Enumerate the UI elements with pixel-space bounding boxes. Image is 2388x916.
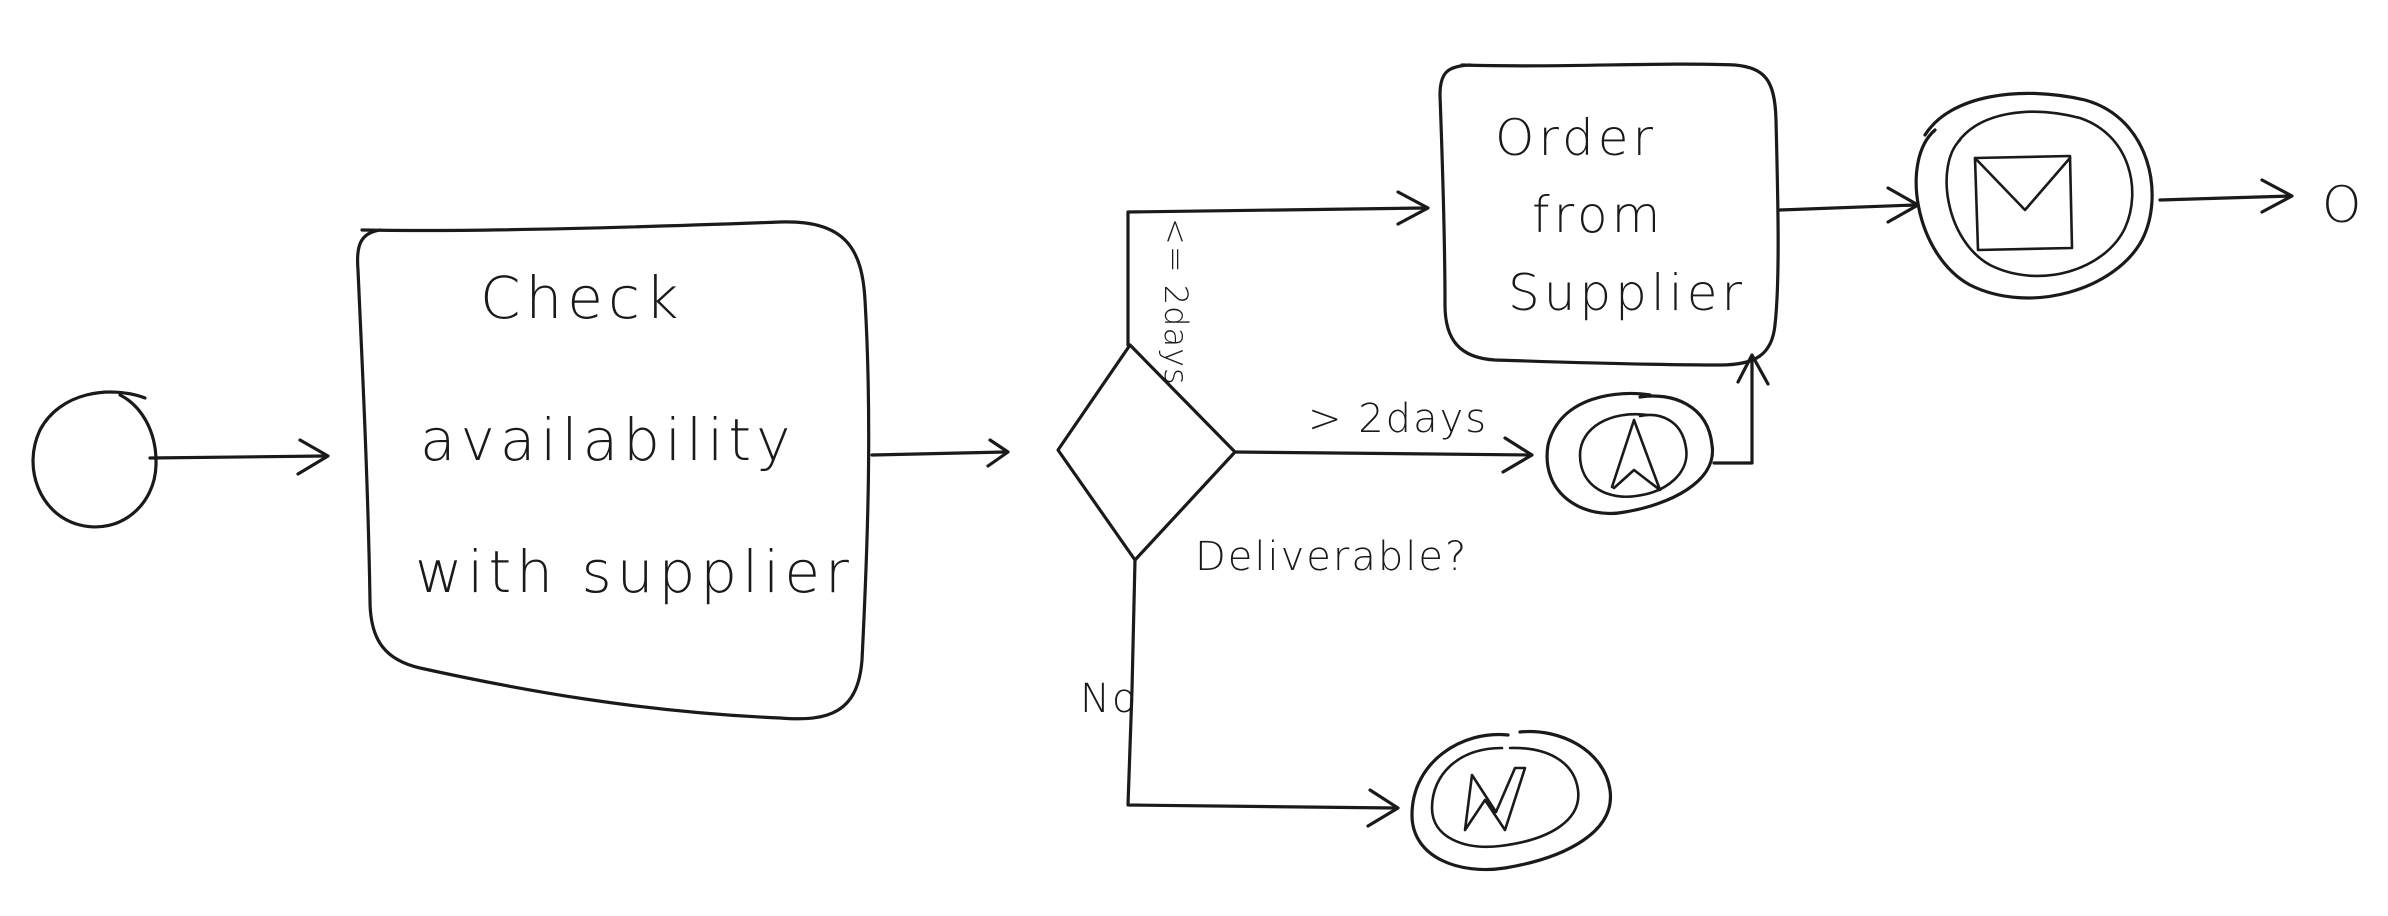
flow-gateway-long	[1233, 436, 1534, 474]
flow-check-to-gateway	[870, 438, 1010, 468]
branch-long-label: > 2days	[1308, 396, 1488, 442]
intermediate-event-timer[interactable]	[1545, 391, 1714, 515]
branch-short-label: <= 2days	[1157, 218, 1195, 386]
branch-no-label: No	[1080, 676, 1138, 722]
flow-gateway-no	[1126, 558, 1400, 828]
flow-message-to-end	[2158, 178, 2294, 214]
flow-timer-to-order	[1712, 353, 1770, 465]
flow-start-to-check	[148, 438, 330, 476]
flow-gateway-short	[1126, 190, 1430, 347]
gateway-deliverable[interactable]	[1056, 343, 1237, 562]
start-event[interactable]	[31, 390, 158, 529]
task-check-availability[interactable]: Check availability with supplier	[355, 220, 871, 721]
lightning-icon	[1463, 766, 1527, 832]
check-task-line-2: availability	[420, 406, 795, 474]
envelope-icon	[1973, 154, 2074, 252]
end-event-message[interactable]	[1914, 91, 2154, 300]
order-task-line-2: from	[1532, 186, 1664, 244]
gateway-label: Deliverable?	[1195, 534, 1468, 580]
triangle-arrow-icon	[1610, 418, 1662, 492]
check-task-line-3: with supplier	[415, 538, 854, 606]
end-marker: O	[2322, 176, 2365, 234]
end-event-error[interactable]	[1410, 729, 1612, 872]
order-task-line-1: Order	[1495, 109, 1657, 167]
check-task-line-1: Check	[480, 264, 683, 332]
order-task-line-3: Supplier	[1508, 264, 1746, 322]
flow-order-to-message	[1778, 186, 1920, 224]
task-order-from-supplier[interactable]: Order from Supplier	[1438, 62, 1780, 367]
